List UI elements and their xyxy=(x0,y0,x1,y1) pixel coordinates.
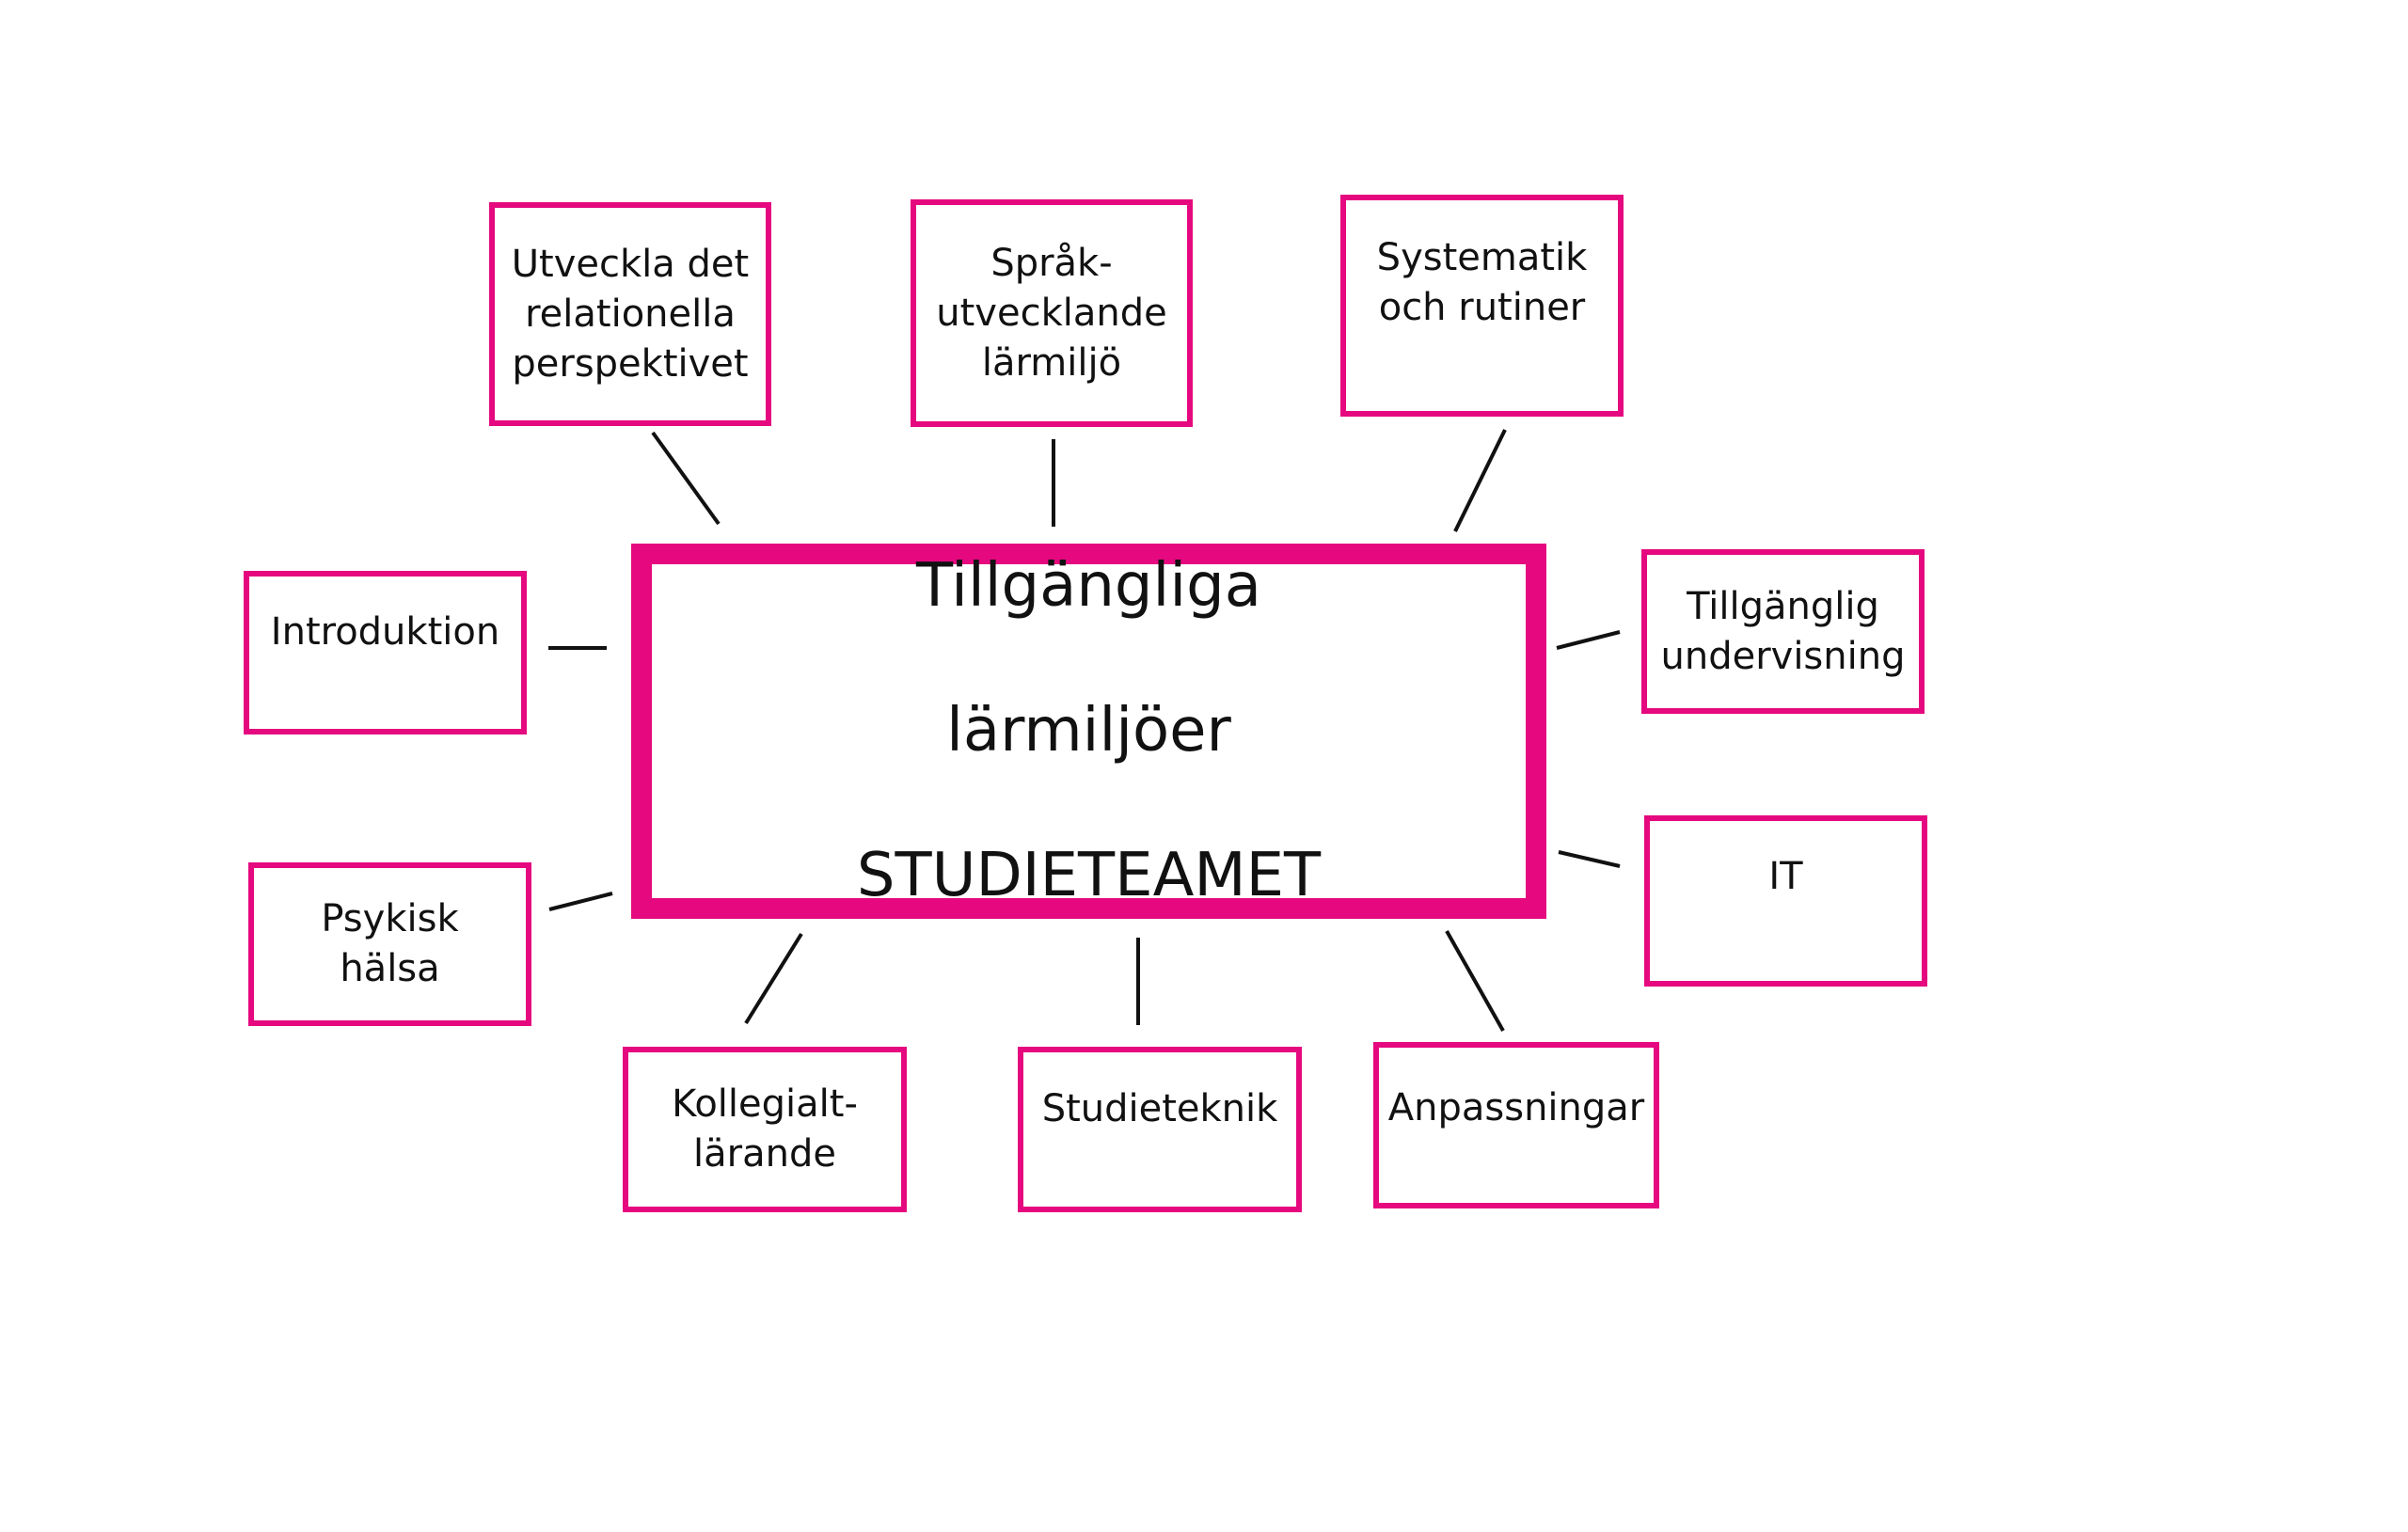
node-introduktion: Introduktion xyxy=(244,571,527,734)
node-introduktion-label: Introduktion xyxy=(270,610,500,654)
central-title-line-3: STUDIETEAMET xyxy=(856,841,1322,910)
connector-anpassningar xyxy=(1445,930,1505,1032)
node-psykisk-halsa: Psykisk hälsa xyxy=(248,862,531,1026)
node-psykisk-label: Psykisk hälsa xyxy=(321,897,459,990)
connector-utveckla xyxy=(651,431,721,526)
node-sprak-label: Språk- utvecklande lärmiljö xyxy=(936,241,1167,385)
node-kollegialt-larande: Kollegialt- lärande xyxy=(623,1047,907,1212)
node-studieteknik-label: Studieteknik xyxy=(1041,1087,1278,1130)
central-topic-box: Tillgängliga lärmiljöer STUDIETEAMET xyxy=(631,544,1546,919)
node-systematik-rutiner: Systematik och rutiner xyxy=(1340,195,1624,417)
node-tillganglig-label: Tillgänglig undervisning xyxy=(1660,584,1906,678)
node-anpassningar: Anpassningar xyxy=(1373,1042,1659,1208)
node-it-label: IT xyxy=(1768,855,1803,898)
node-it: IT xyxy=(1644,815,1927,987)
node-sprakutvecklande: Språk- utvecklande lärmiljö xyxy=(911,199,1193,427)
node-studieteknik: Studieteknik xyxy=(1018,1047,1302,1212)
connector-systematik xyxy=(1453,429,1507,532)
node-kollegialt-label: Kollegialt- lärande xyxy=(672,1082,858,1176)
connector-kollegialt xyxy=(744,932,803,1025)
node-systematik-label: Systematik och rutiner xyxy=(1376,236,1588,329)
connector-tillganglig xyxy=(1556,630,1621,650)
central-topic-text: Tillgängliga lärmiljöer STUDIETEAMET xyxy=(857,478,1321,985)
node-utveckla-label: Utveckla det relationella perspektivet xyxy=(511,242,750,386)
central-title-line-1: Tillgängliga xyxy=(916,551,1261,621)
connector-it xyxy=(1558,850,1621,868)
node-tillganglig-undervisning: Tillgänglig undervisning xyxy=(1641,549,1925,714)
node-utveckla-relationella: Utveckla det relationella perspektivet xyxy=(489,202,771,426)
node-anpassningar-label: Anpassningar xyxy=(1387,1086,1645,1129)
connector-psykisk xyxy=(548,892,613,911)
central-title-line-2: lärmiljöer xyxy=(946,696,1231,766)
